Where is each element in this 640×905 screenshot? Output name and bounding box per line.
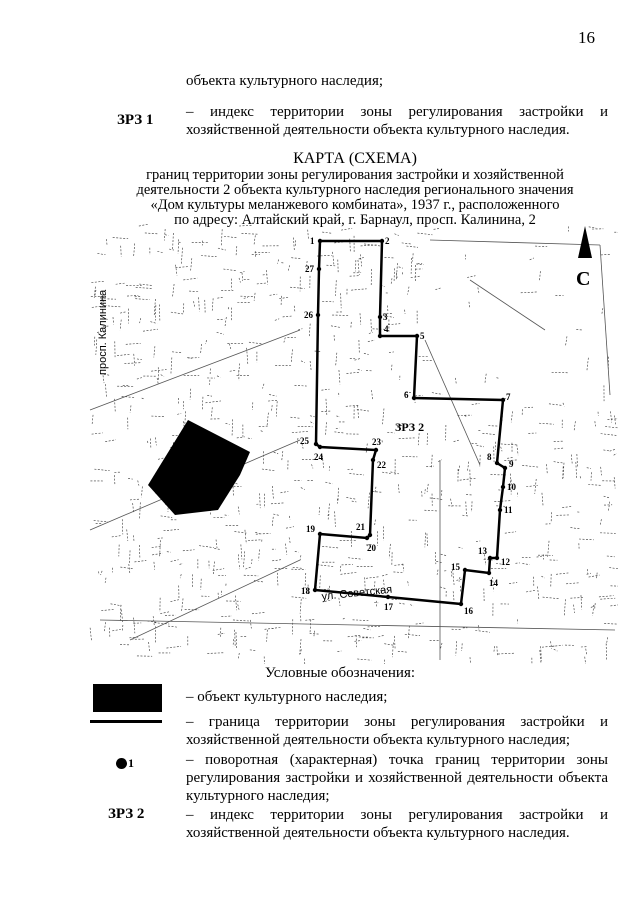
north-label: С [576,268,590,290]
boundary-point [377,333,383,339]
legend-text: – индекс территории зоны регулирования з… [186,807,608,841]
boundary-point-label: 8 [487,452,492,462]
boundary-point [364,535,370,541]
boundary-point-label: 21 [356,522,366,532]
boundary-point [317,531,323,537]
boundary-point-label: 27 [305,264,315,274]
map-title-line: по адресу: Алтайский край, г. Барнаул, п… [174,212,536,228]
map-title-line: «Дом культуры меланжевого комбината», 19… [150,197,560,213]
boundary-point-label: 1 [310,236,315,246]
zrz1-index: ЗРЗ 1 [117,112,154,128]
legend-point-symbol [116,758,127,769]
street-label-sovetskaya: ул. Советская [321,584,393,603]
legend-title: Условные обозначения: [264,665,416,681]
boundary-point [370,457,376,463]
boundary-point-label: 15 [451,562,461,572]
boundary-point-label: 19 [306,524,316,534]
boundary-point [317,238,323,244]
boundary-point [367,532,373,538]
boundary-point-label: 16 [464,606,474,616]
boundary-point [500,484,506,490]
boundary-point-label: 26 [304,310,314,320]
boundary-point [411,395,417,401]
boundary-point-label: 2 [385,236,390,246]
boundary-point [315,312,321,318]
boundary-point-label: 14 [489,578,499,588]
continuation-text: объекта культурного наследия; [186,73,384,89]
legend-text: – граница территории зоны регулирования … [186,714,608,748]
legend-index-symbol: ЗРЗ 2 [108,806,145,822]
street-label-kalinina: просп. Калинина [97,289,109,375]
north-arrow-icon [578,226,592,258]
boundary-point-label: 18 [301,586,311,596]
boundary-point [379,238,385,244]
boundary-point [312,587,318,593]
map-title: КАРТА (СХЕМА) границ территории зоны рег… [90,150,620,228]
boundary-point [377,314,383,320]
boundary-point-label: 17 [384,602,394,612]
boundary-point-label: 3 [383,312,388,322]
boundary-point-label: 24 [314,452,324,462]
boundary-point [458,601,464,607]
boundary-point [317,444,323,450]
map-title-line: границ территории зоны регулирования зас… [146,167,564,183]
boundary-point-label: 20 [367,543,377,553]
map-title-line: деятельности 2 объекта культурного насле… [136,182,574,198]
boundary-point-label: 4 [384,324,389,334]
boundary-point [500,397,506,403]
boundary-point-label: 5 [420,331,425,341]
boundary-point [385,594,391,600]
boundary-point-label: 23 [372,437,382,447]
boundary-point [494,555,500,561]
page-number: 16 [578,28,595,47]
boundary-point-label: 13 [478,546,488,556]
boundary-point-label: 10 [507,482,517,492]
boundary-point-label: 25 [300,436,310,446]
boundary-point [494,460,500,466]
boundary-point [486,570,492,576]
boundary-point [316,266,322,272]
zrz1-description: – индекс территории зоны регулирования з… [186,104,608,138]
boundary-point-label: 22 [377,460,387,470]
boundary-point-label: 7 [506,392,511,402]
zone-boundary [313,239,507,606]
cultural-heritage-object [148,420,250,515]
boundary-point [313,441,319,447]
boundary-point-label: 9 [509,459,514,469]
map-heading: КАРТА (СХЕМА) [293,150,417,167]
legend-boundary-symbol [90,720,162,723]
boundary-point [414,333,420,339]
boundary-point [462,567,468,573]
legend-point-label: 1 [128,756,134,770]
boundary-point-label: 12 [501,557,511,567]
legend-text: – объект культурного наследия; [186,689,388,705]
boundary-point-label: 11 [504,505,513,515]
legend-heritage-symbol [93,684,162,712]
boundary-point [502,465,508,471]
boundary-point [497,507,503,513]
boundary-point [487,555,493,561]
zone-index-label: ЗРЗ 2 [395,420,424,434]
boundary-point [373,447,379,453]
boundary-point-label: 6 [404,390,409,400]
legend-text: – поворотная (характерная) точка границ … [186,752,608,804]
